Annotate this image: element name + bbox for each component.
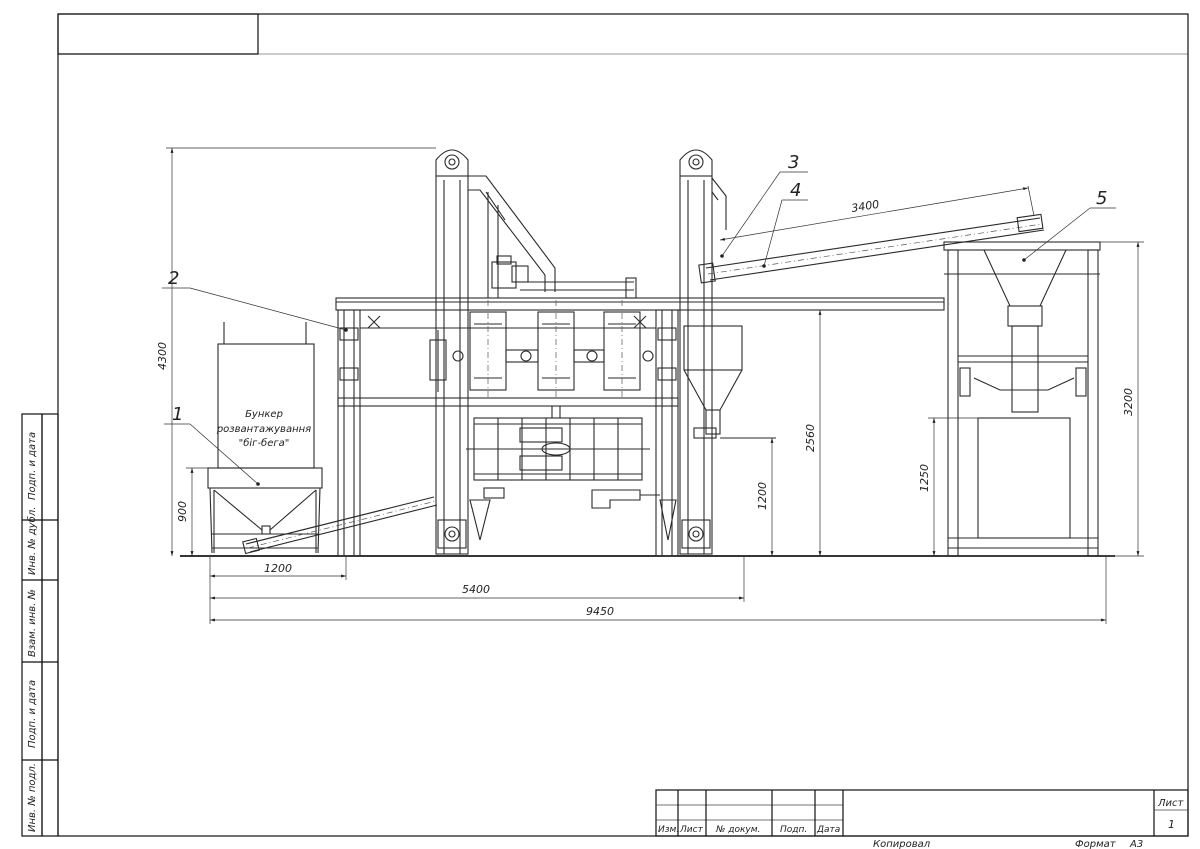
side-stamp: Подп. и дата Инв. № дубл. Взам. инв. № П… <box>21 413 59 837</box>
callouts: 1 2 3 4 5 <box>162 152 1116 486</box>
product-hopper <box>683 325 776 439</box>
dim-4300: 4300 <box>156 342 169 370</box>
bucket-elevator-left <box>435 149 637 555</box>
lower-screw-conveyor <box>242 496 438 555</box>
stamp-cell-3: Взам. инв. № <box>27 589 38 657</box>
tb-header-sign: Подп. <box>780 825 807 835</box>
dim-1250: 1250 <box>918 464 931 492</box>
tb-sheet-label: Лист <box>1157 798 1185 809</box>
dim-3200: 3200 <box>1122 388 1135 416</box>
callout-1: 1 <box>172 404 183 425</box>
separator-units <box>429 300 654 398</box>
tb-format-value: А3 <box>1129 839 1143 849</box>
hopper-label-line-3: "біг-бега" <box>239 437 290 449</box>
bucket-elevator-right <box>679 149 727 555</box>
tb-copied: Копировал <box>873 839 931 849</box>
bagging-station <box>940 241 1106 557</box>
tb-sheet-number: 1 <box>1168 818 1175 831</box>
stamp-cell-4: Подп. и дата <box>27 680 38 748</box>
callout-4: 4 <box>790 180 801 201</box>
dimension-lines: 4300 900 1200 5400 9450 3400 2560 1200 1… <box>156 147 1144 624</box>
stamp-cell-5: Инв. № подл. <box>27 763 38 832</box>
callout-2: 2 <box>168 268 179 289</box>
tb-header-list: Лист <box>679 825 704 835</box>
hopper-label: Бункер розвантажування "біг-бега" <box>216 409 311 449</box>
dim-5400: 5400 <box>462 583 490 596</box>
title-block: Изм. Лист № докум. Подп. Дата Лист 1 Коп… <box>655 789 1189 849</box>
discharge-conveyor <box>678 297 944 311</box>
hopper-label-line-1: Бункер <box>245 409 283 420</box>
callout-3: 3 <box>788 152 799 173</box>
big-bag-unloading-hopper <box>207 322 323 554</box>
dim-1200-right: 1200 <box>756 482 769 510</box>
inclined-screw-conveyor <box>698 213 1045 284</box>
tb-header-doc: № докум. <box>715 825 760 835</box>
stamp-cell-2: Инв. № дубл. <box>26 507 38 575</box>
drum-unit <box>466 406 677 541</box>
dim-9450: 9450 <box>586 605 614 618</box>
stamp-cell-1: Подп. и дата <box>27 432 38 500</box>
dim-3400: 3400 <box>850 198 880 215</box>
tb-header-date: Дата <box>816 825 840 835</box>
dim-900: 900 <box>176 501 189 522</box>
callout-5: 5 <box>1096 188 1107 209</box>
dim-2560: 2560 <box>804 424 817 452</box>
tb-header-izm: Изм. <box>658 825 679 835</box>
hopper-label-line-2: розвантажування <box>216 424 311 435</box>
dim-1200-left: 1200 <box>264 562 292 575</box>
tb-format-label: Формат <box>1075 839 1117 849</box>
main-frame <box>335 297 945 557</box>
